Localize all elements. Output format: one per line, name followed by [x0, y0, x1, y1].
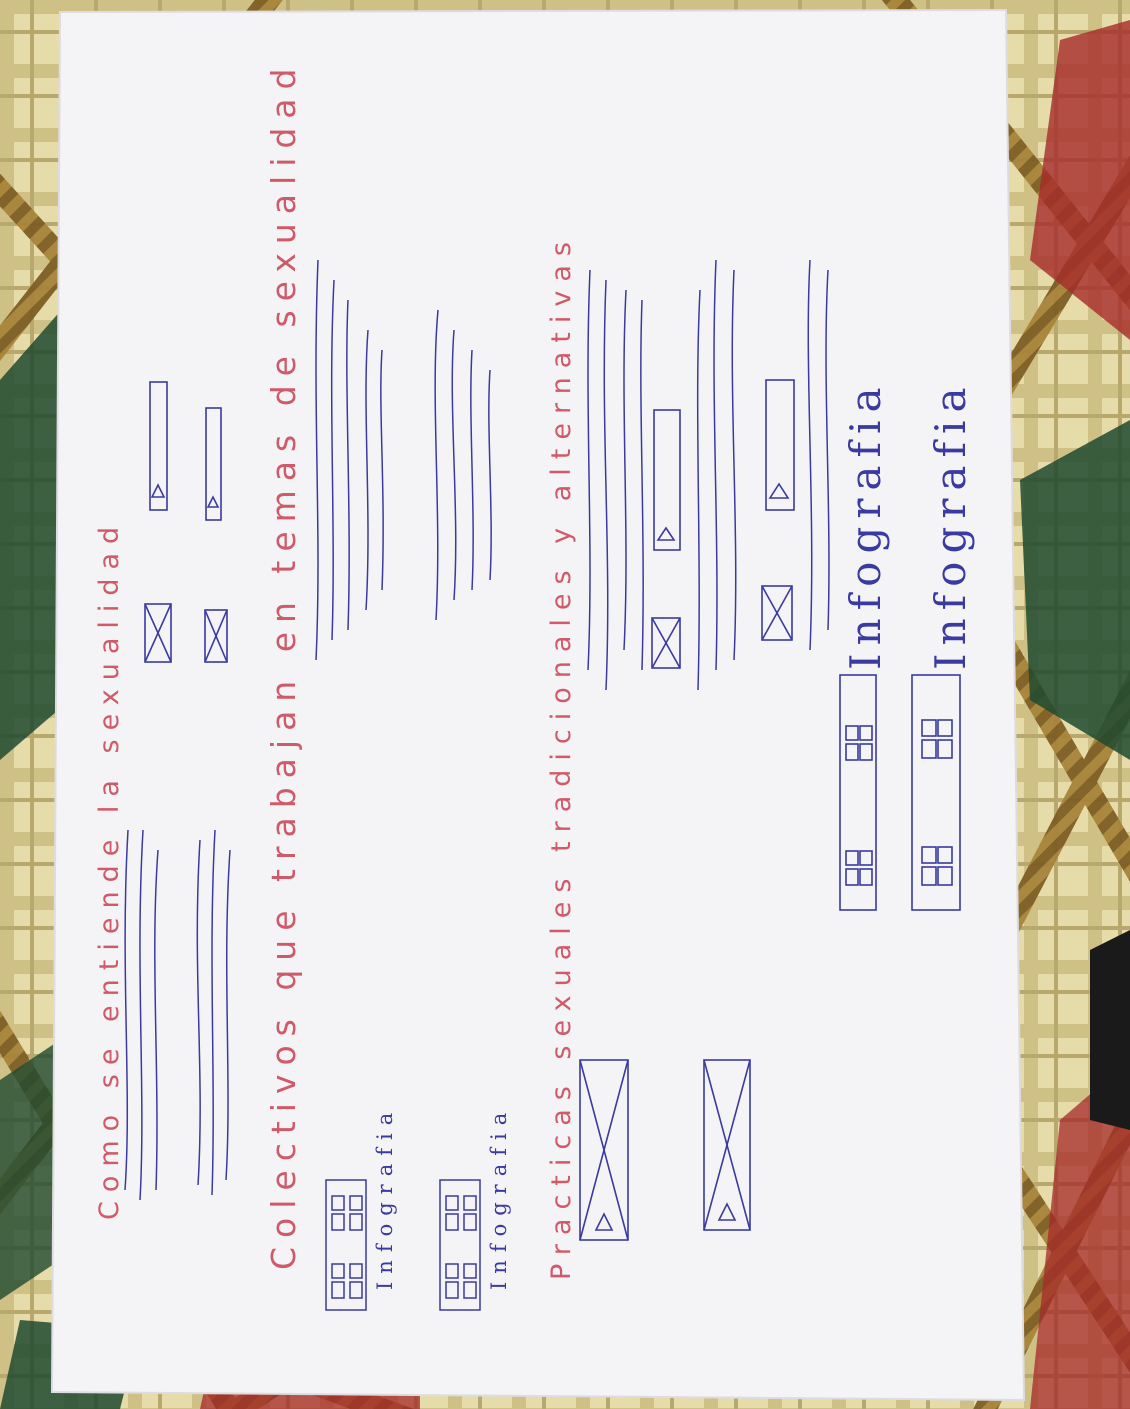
large-infographic-label-1: Infografia: [841, 380, 890, 671]
video-placeholder: [149, 381, 168, 511]
heading-como-se-entiende: Como se entiende la sexualidad: [94, 518, 125, 1220]
text-block-section-2: [315, 259, 492, 661]
image-placeholder: [761, 585, 793, 641]
large-infographic-box-2: [911, 674, 961, 911]
video-placeholder: [653, 409, 681, 551]
text-block-section-3: [587, 259, 830, 691]
video-placeholder: [765, 379, 795, 511]
video-placeholder: [205, 407, 222, 521]
heading-colectivos: Colectivos que trabajan en temas de sexu…: [264, 60, 303, 1270]
media-placeholders-section-3: [651, 379, 795, 669]
infographic-label-2: Infografia: [487, 1105, 511, 1290]
large-infographic-box-1: [839, 674, 877, 911]
large-infographic-label-2: Infografia: [926, 380, 975, 671]
image-placeholder: [144, 603, 172, 663]
infographic-box-2: [439, 1179, 481, 1311]
image-placeholder: [651, 617, 681, 669]
infographic-box-1: [325, 1179, 367, 1311]
paper-sheet: [50, 8, 1026, 1402]
text-block-section-1: [124, 829, 231, 1201]
video-placeholders-section-3: [579, 1059, 751, 1241]
infographic-label-1: Infografia: [373, 1105, 397, 1290]
wireframe-sketch: Como se entiende la sexualidad Colectivo…: [94, 60, 975, 1311]
heading-practicas-sexuales: Practicas sexuales tradicionales y alter…: [546, 233, 577, 1280]
infographic-boxes-section-3: [839, 674, 961, 911]
infographic-grid-section-2: [325, 1179, 481, 1311]
large-video-placeholder-2: [703, 1059, 751, 1231]
media-placeholders-section-1: [144, 381, 228, 663]
large-video-placeholder-1: [579, 1059, 629, 1241]
image-placeholder: [204, 609, 228, 663]
